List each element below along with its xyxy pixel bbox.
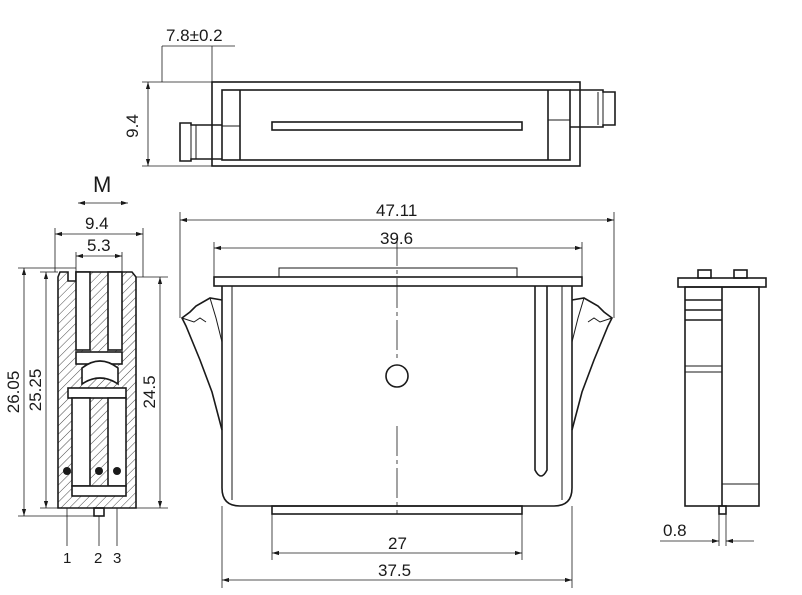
front-bottom-outer: 37.5 xyxy=(378,561,411,580)
pin-label-2: 2 xyxy=(94,550,102,567)
pin-label-1: 1 xyxy=(63,550,71,567)
top-height-dimension: 9.4 xyxy=(123,114,142,138)
front-view: 47.11 39.6 27 37.5 xyxy=(179,201,615,588)
top-width-dimension: 7.8±0.2 xyxy=(166,26,223,45)
pin-label-3: 3 xyxy=(113,550,121,567)
section-body-height: 24.5 xyxy=(140,375,159,408)
pin-2-dot xyxy=(95,467,103,475)
section-outer-width: 9.4 xyxy=(85,214,109,233)
front-flange-width: 39.6 xyxy=(380,229,413,248)
front-overall-width: 47.11 xyxy=(376,201,417,220)
front-bottom-inner: 27 xyxy=(388,534,407,553)
side-view: 0.8 xyxy=(660,269,767,546)
side-pin-width: 0.8 xyxy=(663,521,687,540)
top-view: 9.4 7.8±0.2 xyxy=(123,26,616,167)
pin-3-dot xyxy=(113,467,121,475)
section-inner-width: 5.3 xyxy=(87,236,111,255)
section-mid-height: 25.25 xyxy=(26,369,45,412)
section-view-m: M 1 2 3 9.4 5.3 xyxy=(4,172,168,567)
section-total-height: 26.05 xyxy=(4,371,23,414)
pin-1-dot xyxy=(63,467,71,475)
section-label: M xyxy=(93,172,111,197)
